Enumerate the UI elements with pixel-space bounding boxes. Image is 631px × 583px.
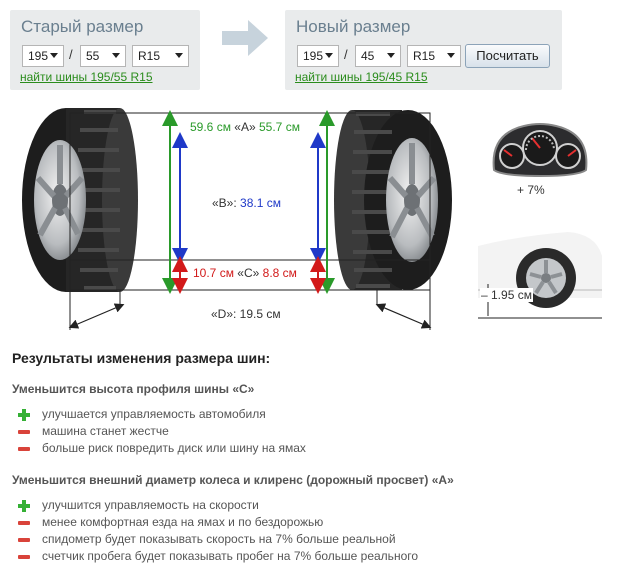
dimension-d-label: «D»: 19.5 см [211,307,281,321]
size-separator: / [344,47,348,62]
results-title: Результаты изменения размера шин: [12,350,271,366]
new-width-select[interactable]: 195 [297,45,339,67]
new-rim-select[interactable]: R15 [407,45,461,67]
dimension-a-old: 59.6 см [190,120,231,134]
car-clearance-image [478,232,602,319]
section-title: Уменьшится высота профиля шины «C» [12,382,255,396]
chevron-down-icon [50,53,58,58]
list-item-text: улучшается управляемость автомобиля [42,407,266,421]
dimension-c-new: 8.8 см [262,266,297,280]
old-width-value: 195 [28,49,49,63]
minus-icon [18,517,30,529]
new-rim-value: R15 [413,49,436,63]
calculate-button[interactable]: Посчитать [465,44,550,68]
clearance-delta: – 1.95 см [480,288,533,302]
old-rim-value: R15 [138,49,161,63]
left-tire-image [22,108,138,292]
plus-icon [18,409,30,421]
list-item-text: больше риск повредить диск или шину на я… [42,441,306,455]
old-profile-select[interactable]: 55 [80,45,126,67]
new-width-value: 195 [303,49,324,63]
arrow-right-icon [222,20,268,56]
dimension-c-tag: «C» [237,266,260,280]
speedometer-delta: + 7% [517,183,545,197]
minus-icon [18,534,30,546]
list-item-text: менее комфортная езда на ямах и по бездо… [42,515,324,529]
new-profile-value: 45 [361,49,375,63]
old-find-tires-link[interactable]: найти шины 195/55 R15 [20,70,153,84]
old-rim-select[interactable]: R15 [132,45,189,67]
dimension-a-label: 59.6 см «A» 55.7 см [190,120,300,134]
old-size-panel: Старый размер 195 / 55 R15 найти шины 19… [10,10,200,90]
section-title: Уменьшится внешний диаметр колеса и клир… [12,473,454,487]
old-profile-value: 55 [86,49,100,63]
minus-icon [18,551,30,563]
list-item-text: улучшится управляемость на скорости [42,498,259,512]
new-size-panel: Новый размер 195 / 45 R15 Посчитать найт… [285,10,562,90]
dimension-a-new: 55.7 см [259,120,300,134]
new-size-title: Новый размер [296,17,411,36]
old-width-select[interactable]: 195 [22,45,64,67]
size-separator: / [69,47,73,62]
new-find-tires-link[interactable]: найти шины 195/45 R15 [295,70,428,84]
plus-icon [18,500,30,512]
dimension-b-value: 38.1 см [240,196,281,210]
speedometer-icon [492,123,588,178]
dimension-b-tag: «B»: [212,196,237,210]
tire-size-diagram [22,108,452,330]
chevron-down-icon [112,53,120,58]
old-size-title: Старый размер [21,17,144,36]
minus-icon [18,443,30,455]
chevron-down-icon [387,53,395,58]
chevron-down-icon [447,53,455,58]
list-item-text: спидометр будет показывать скорость на 7… [42,532,396,546]
chevron-down-icon [175,53,183,58]
dimension-c-old: 10.7 см [193,266,234,280]
dimension-b-label: «B»: 38.1 см [212,196,281,210]
chevron-down-icon [325,53,333,58]
dimension-a-tag: «A» [234,120,256,134]
right-tire-image [334,110,452,290]
dimension-c-label: 10.7 см «C» 8.8 см [193,266,297,280]
new-profile-select[interactable]: 45 [355,45,401,67]
minus-icon [18,426,30,438]
list-item-text: счетчик пробега будет показывать пробег … [42,549,419,563]
list-item-text: машина станет жестче [42,424,169,438]
